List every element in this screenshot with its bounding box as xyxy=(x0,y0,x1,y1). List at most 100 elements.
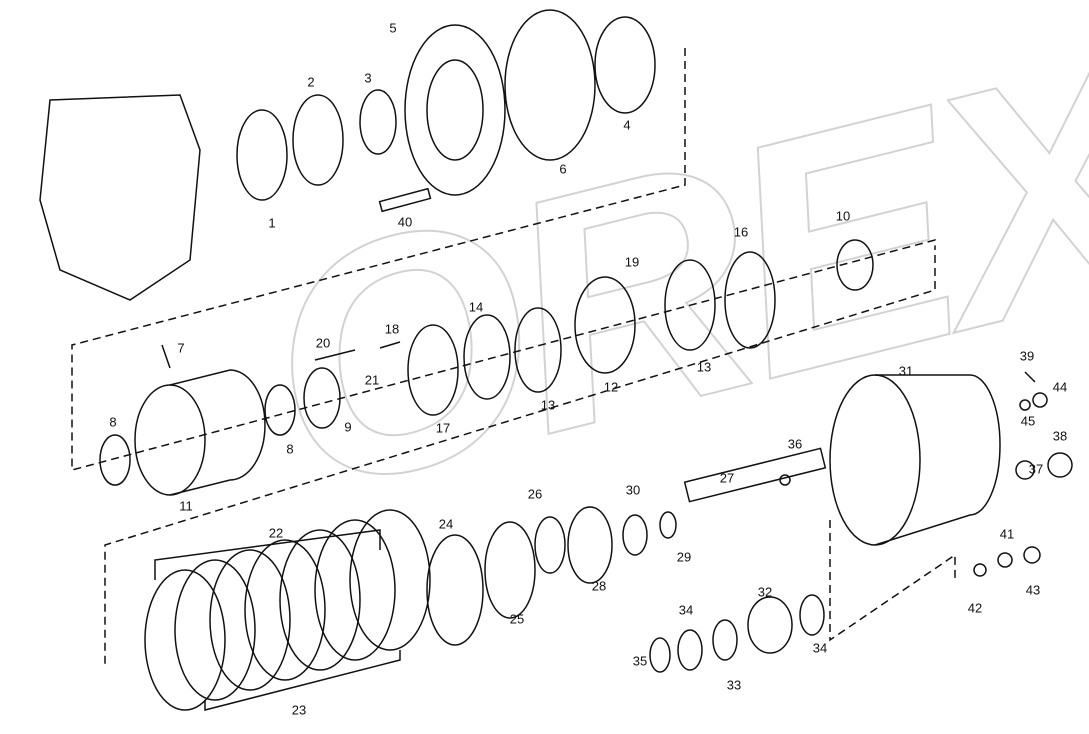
part-31-flange xyxy=(829,374,921,546)
part-label-43: 43 xyxy=(1025,582,1041,598)
part-label-31: 31 xyxy=(898,363,914,379)
part-label-9: 9 xyxy=(344,419,352,435)
part-label-29: 29 xyxy=(676,549,692,565)
part-25 xyxy=(484,521,536,619)
part-label-21: 21 xyxy=(364,372,380,388)
part-7 xyxy=(161,344,171,369)
part-label-8: 8 xyxy=(286,441,294,457)
part-label-7: 7 xyxy=(177,340,185,356)
part-label-14: 14 xyxy=(468,299,484,315)
part-10 xyxy=(836,239,874,291)
part-40 xyxy=(378,187,432,213)
part-label-12: 12 xyxy=(603,379,619,395)
disc-pack-22-23 xyxy=(144,509,431,711)
part-13b xyxy=(664,259,716,351)
part-39 xyxy=(1024,371,1036,383)
part-24 xyxy=(426,534,484,646)
part-label-40: 40 xyxy=(397,214,413,230)
part-28 xyxy=(567,506,613,584)
part-31-body xyxy=(874,374,1001,546)
part-45 xyxy=(1019,399,1031,411)
part-label-42: 42 xyxy=(967,600,983,616)
part-label-23: 23 xyxy=(291,702,307,718)
part-32 xyxy=(747,596,793,654)
part-44 xyxy=(1032,392,1048,408)
part-label-20: 20 xyxy=(315,335,331,351)
part-27 xyxy=(683,447,827,503)
part-label-2: 2 xyxy=(307,74,315,90)
part-38 xyxy=(1047,452,1073,478)
part-label-37: 37 xyxy=(1028,461,1044,477)
part-12 xyxy=(574,276,636,374)
part-label-8: 8 xyxy=(109,414,117,430)
part-label-19: 19 xyxy=(624,254,640,270)
part-label-44: 44 xyxy=(1052,379,1068,395)
part-label-45: 45 xyxy=(1020,413,1036,429)
part-35 xyxy=(649,637,671,673)
part-label-13: 13 xyxy=(696,359,712,375)
assembly-line xyxy=(829,520,956,642)
part-label-24: 24 xyxy=(438,516,454,532)
part-8a xyxy=(99,434,131,486)
part-16 xyxy=(724,251,776,349)
part-label-5: 5 xyxy=(389,20,397,36)
part-34b xyxy=(799,594,825,636)
part-label-41: 41 xyxy=(999,526,1015,542)
part-11 xyxy=(134,384,206,496)
part-label-32: 32 xyxy=(757,584,773,600)
part-8b xyxy=(264,384,296,436)
bracket-23 xyxy=(204,650,401,711)
part-4 xyxy=(594,16,656,114)
part-36 xyxy=(779,474,791,486)
part-41 xyxy=(997,552,1013,568)
part-43 xyxy=(1023,546,1041,564)
axle-housing xyxy=(39,94,201,301)
part-33 xyxy=(712,619,738,661)
bracket-22 xyxy=(154,529,381,580)
part-label-27: 27 xyxy=(719,470,735,486)
part-1 xyxy=(236,109,288,201)
part-label-26: 26 xyxy=(527,486,543,502)
part-label-28: 28 xyxy=(591,578,607,594)
part-17 xyxy=(407,324,459,416)
part-label-22: 22 xyxy=(268,525,284,541)
part-20 xyxy=(314,349,356,361)
part-label-34: 34 xyxy=(812,640,828,656)
part-9 xyxy=(303,367,341,429)
part-14 xyxy=(463,314,511,400)
part-label-25: 25 xyxy=(509,611,525,627)
part-5 xyxy=(404,24,506,196)
part-34a xyxy=(677,629,703,671)
part-5-bore xyxy=(426,59,484,161)
part-11-drum xyxy=(169,369,266,496)
part-2 xyxy=(292,94,344,186)
part-label-34: 34 xyxy=(678,602,694,618)
part-13a xyxy=(514,307,562,393)
part-label-16: 16 xyxy=(733,224,749,240)
part-37 xyxy=(1015,460,1035,480)
part-6 xyxy=(504,9,596,161)
part-label-30: 30 xyxy=(625,482,641,498)
part-label-3: 3 xyxy=(364,70,372,86)
part-26 xyxy=(534,516,566,574)
assembly-line xyxy=(71,48,936,471)
part-3 xyxy=(359,89,397,155)
part-label-4: 4 xyxy=(623,117,631,133)
part-label-11: 11 xyxy=(179,498,193,514)
part-label-18: 18 xyxy=(384,321,400,337)
part-label-1: 1 xyxy=(268,215,276,231)
part-label-33: 33 xyxy=(726,677,742,693)
part-label-17: 17 xyxy=(435,420,451,436)
part-label-10: 10 xyxy=(835,208,851,224)
assembly-line xyxy=(104,255,936,665)
part-18 xyxy=(379,341,401,349)
part-label-13: 13 xyxy=(540,397,556,413)
part-label-39: 39 xyxy=(1019,348,1035,364)
part-label-6: 6 xyxy=(559,161,567,177)
part-label-35: 35 xyxy=(632,653,648,669)
part-30 xyxy=(622,514,648,556)
part-29 xyxy=(659,511,677,539)
part-label-38: 38 xyxy=(1052,428,1068,444)
